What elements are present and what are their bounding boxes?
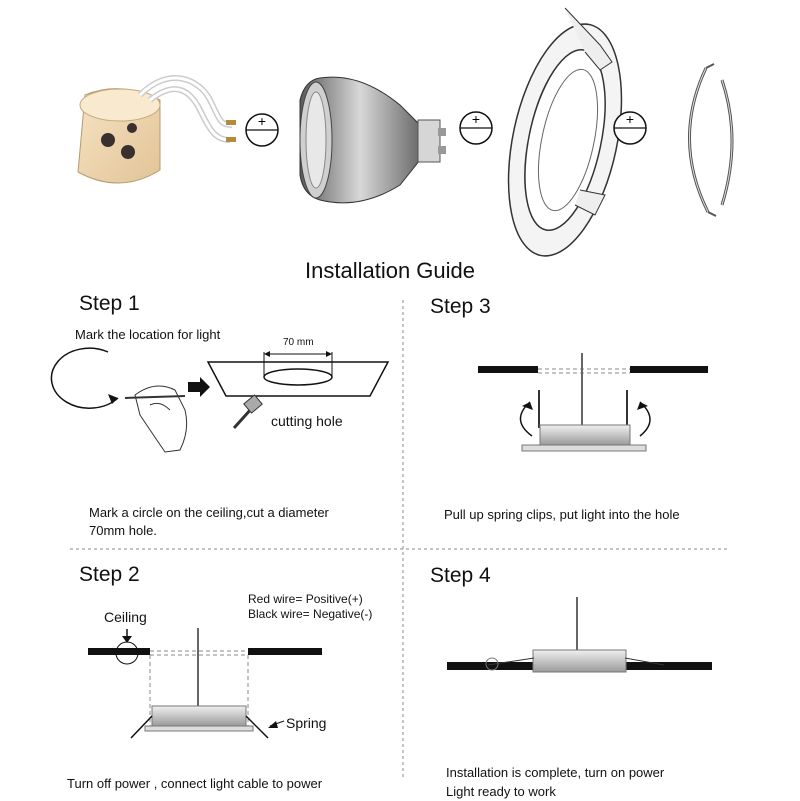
- step4-caption-line2: Light ready to work: [446, 784, 556, 799]
- plus-icon-2: +: [459, 111, 493, 145]
- mark-location-label: Mark the location for light: [75, 327, 221, 342]
- plus-sign: +: [258, 113, 266, 129]
- step1-heading: Step 1: [79, 292, 140, 315]
- ceiling-board-icon: [206, 351, 390, 397]
- hand-pencil-icon: [124, 385, 188, 453]
- step3-caption: Pull up spring clips, put light into the…: [444, 507, 680, 522]
- fixture-ring-icon: [507, 7, 623, 257]
- arrow-right-icon: [188, 377, 210, 397]
- step4-caption-line1: Installation is complete, turn on power: [446, 765, 665, 780]
- plus-sign: +: [626, 111, 634, 127]
- plus-sign: +: [472, 111, 480, 127]
- spring-label: Spring: [286, 715, 327, 731]
- red-wire-label: Red wire= Positive(+): [248, 592, 363, 606]
- cutting-hole-label: cutting hole: [271, 413, 343, 429]
- step2-heading: Step 2: [79, 563, 140, 586]
- retaining-clip-icon: [688, 63, 734, 217]
- plus-icon-1: +: [245, 113, 279, 147]
- step1-caption-line1: Mark a circle on the ceiling,cut a diame…: [89, 505, 329, 520]
- dimension-label: 70 mm: [283, 337, 314, 348]
- page-title: Installation Guide: [305, 258, 475, 283]
- step2-install-diagram: [88, 628, 322, 739]
- step3-install-diagram: [478, 353, 708, 452]
- gu10-bulb-icon: [299, 76, 446, 204]
- step1-caption-line2: 70mm hole.: [89, 523, 157, 538]
- plus-icon-3: +: [613, 111, 647, 145]
- ceiling-label: Ceiling: [104, 609, 147, 625]
- step4-heading: Step 4: [430, 564, 491, 587]
- rotate-arrow-icon: [50, 347, 119, 409]
- step4-install-diagram: [447, 597, 712, 673]
- step2-caption: Turn off power , connect light cable to …: [67, 776, 323, 791]
- step3-heading: Step 3: [430, 295, 491, 318]
- gu10-socket-icon: [77, 75, 236, 184]
- saw-tool-icon: [232, 394, 263, 430]
- black-wire-label: Black wire= Negative(-): [248, 607, 373, 621]
